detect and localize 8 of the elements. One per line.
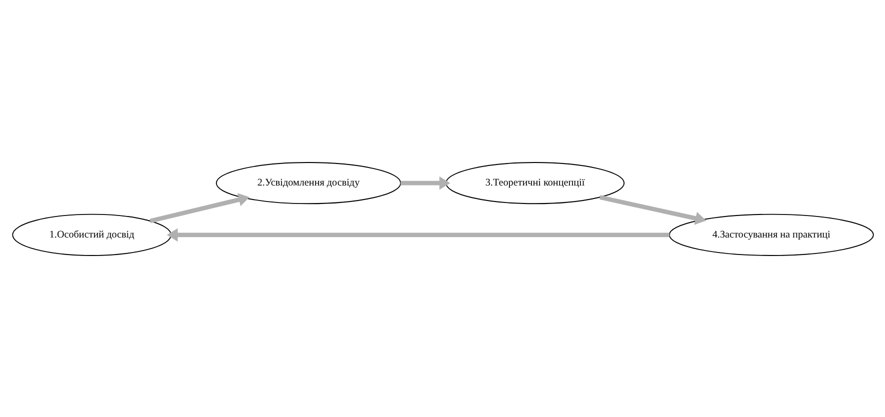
- arrow: [400, 176, 450, 190]
- arrow: [598, 194, 706, 224]
- node-ellipse: 1.Особистий досвід: [12, 213, 172, 256]
- arrow: [149, 192, 250, 223]
- node-ellipse: 3.Теоретичні концепції: [444, 162, 624, 204]
- arrow: [166, 228, 669, 242]
- node-ellipse: 4.Застосування на практиці: [668, 213, 874, 256]
- node-ellipse: 2.Усвідомлення досвіду: [215, 162, 401, 204]
